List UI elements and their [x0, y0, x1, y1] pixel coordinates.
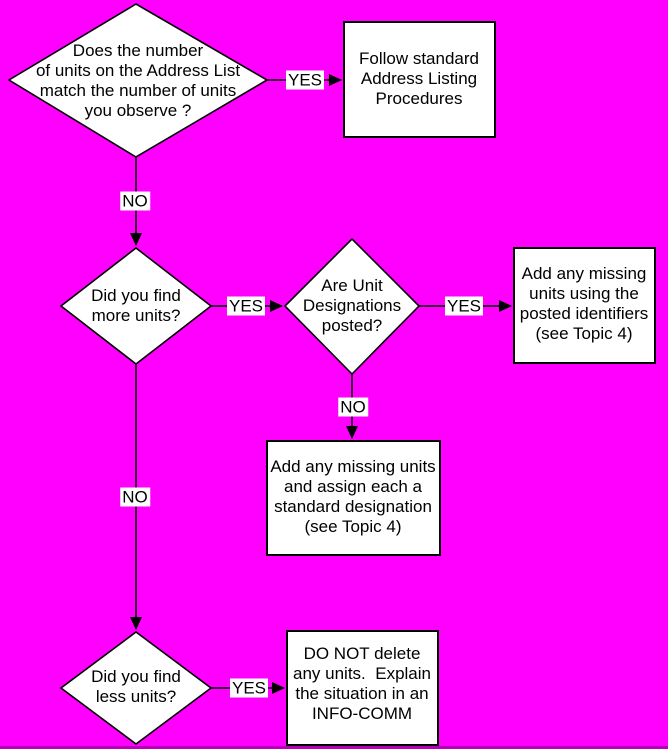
label-no-units-match: NO [120, 191, 150, 211]
bottom-edge-line [0, 746, 668, 749]
decision-designations-posted-text: Are Unit Designations posted? [302, 276, 402, 335]
process-do-not-delete-text: DO NOT delete any units. Explain the sit… [293, 644, 431, 723]
label-yes-designations-posted: YES [444, 296, 484, 316]
label-no-more-units: NO [120, 487, 150, 507]
label-yes-units-match: YES [285, 70, 325, 90]
process-add-posted-identifiers-text: Add any missing units using the posted i… [519, 264, 649, 343]
process-do-not-delete-shape [286, 630, 439, 746]
process-follow-standard-shape [343, 21, 496, 138]
process-add-posted-identifiers-shape [513, 247, 656, 364]
process-follow-standard-text: Follow standard Address Listing Procedur… [358, 49, 479, 108]
process-add-standard-designation-text: Add any missing units and assign each a … [270, 457, 436, 536]
process-add-standard-designation-shape [266, 440, 441, 556]
decision-units-match-text: Does the number of units on the Address … [35, 41, 241, 120]
label-no-designations-posted: NO [338, 397, 368, 417]
label-yes-more-units: YES [226, 296, 266, 316]
decision-more-units-text: Did you find more units? [91, 286, 181, 325]
decision-less-units-text: Did you find less units? [91, 667, 181, 706]
decision-less-units-shape [59, 631, 213, 745]
label-yes-less-units: YES [229, 678, 269, 698]
